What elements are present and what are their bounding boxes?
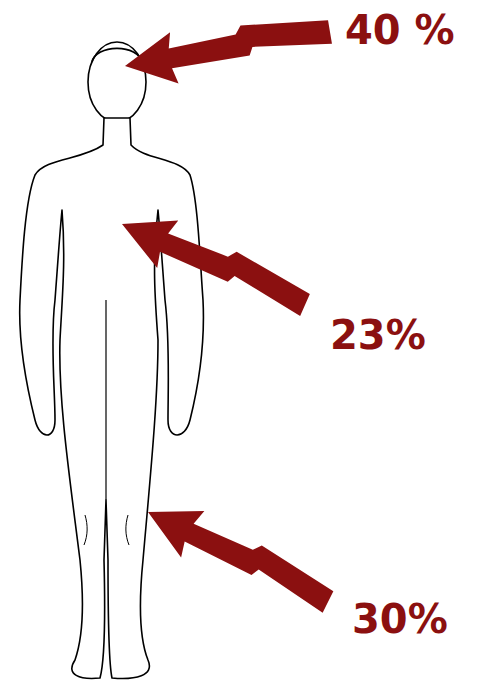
head-outline: [88, 42, 146, 122]
leg-separator: [105, 300, 106, 500]
body-outline: [20, 118, 204, 678]
pointer-arrow: [125, 20, 332, 83]
percentage-callout: 40 %: [345, 8, 455, 52]
percentage-callout: 30%: [352, 597, 448, 641]
percentage-callout: 23%: [330, 313, 426, 357]
pointer-arrow: [122, 220, 310, 316]
knee-lines: [84, 515, 129, 545]
pointer-arrow: [148, 511, 333, 613]
